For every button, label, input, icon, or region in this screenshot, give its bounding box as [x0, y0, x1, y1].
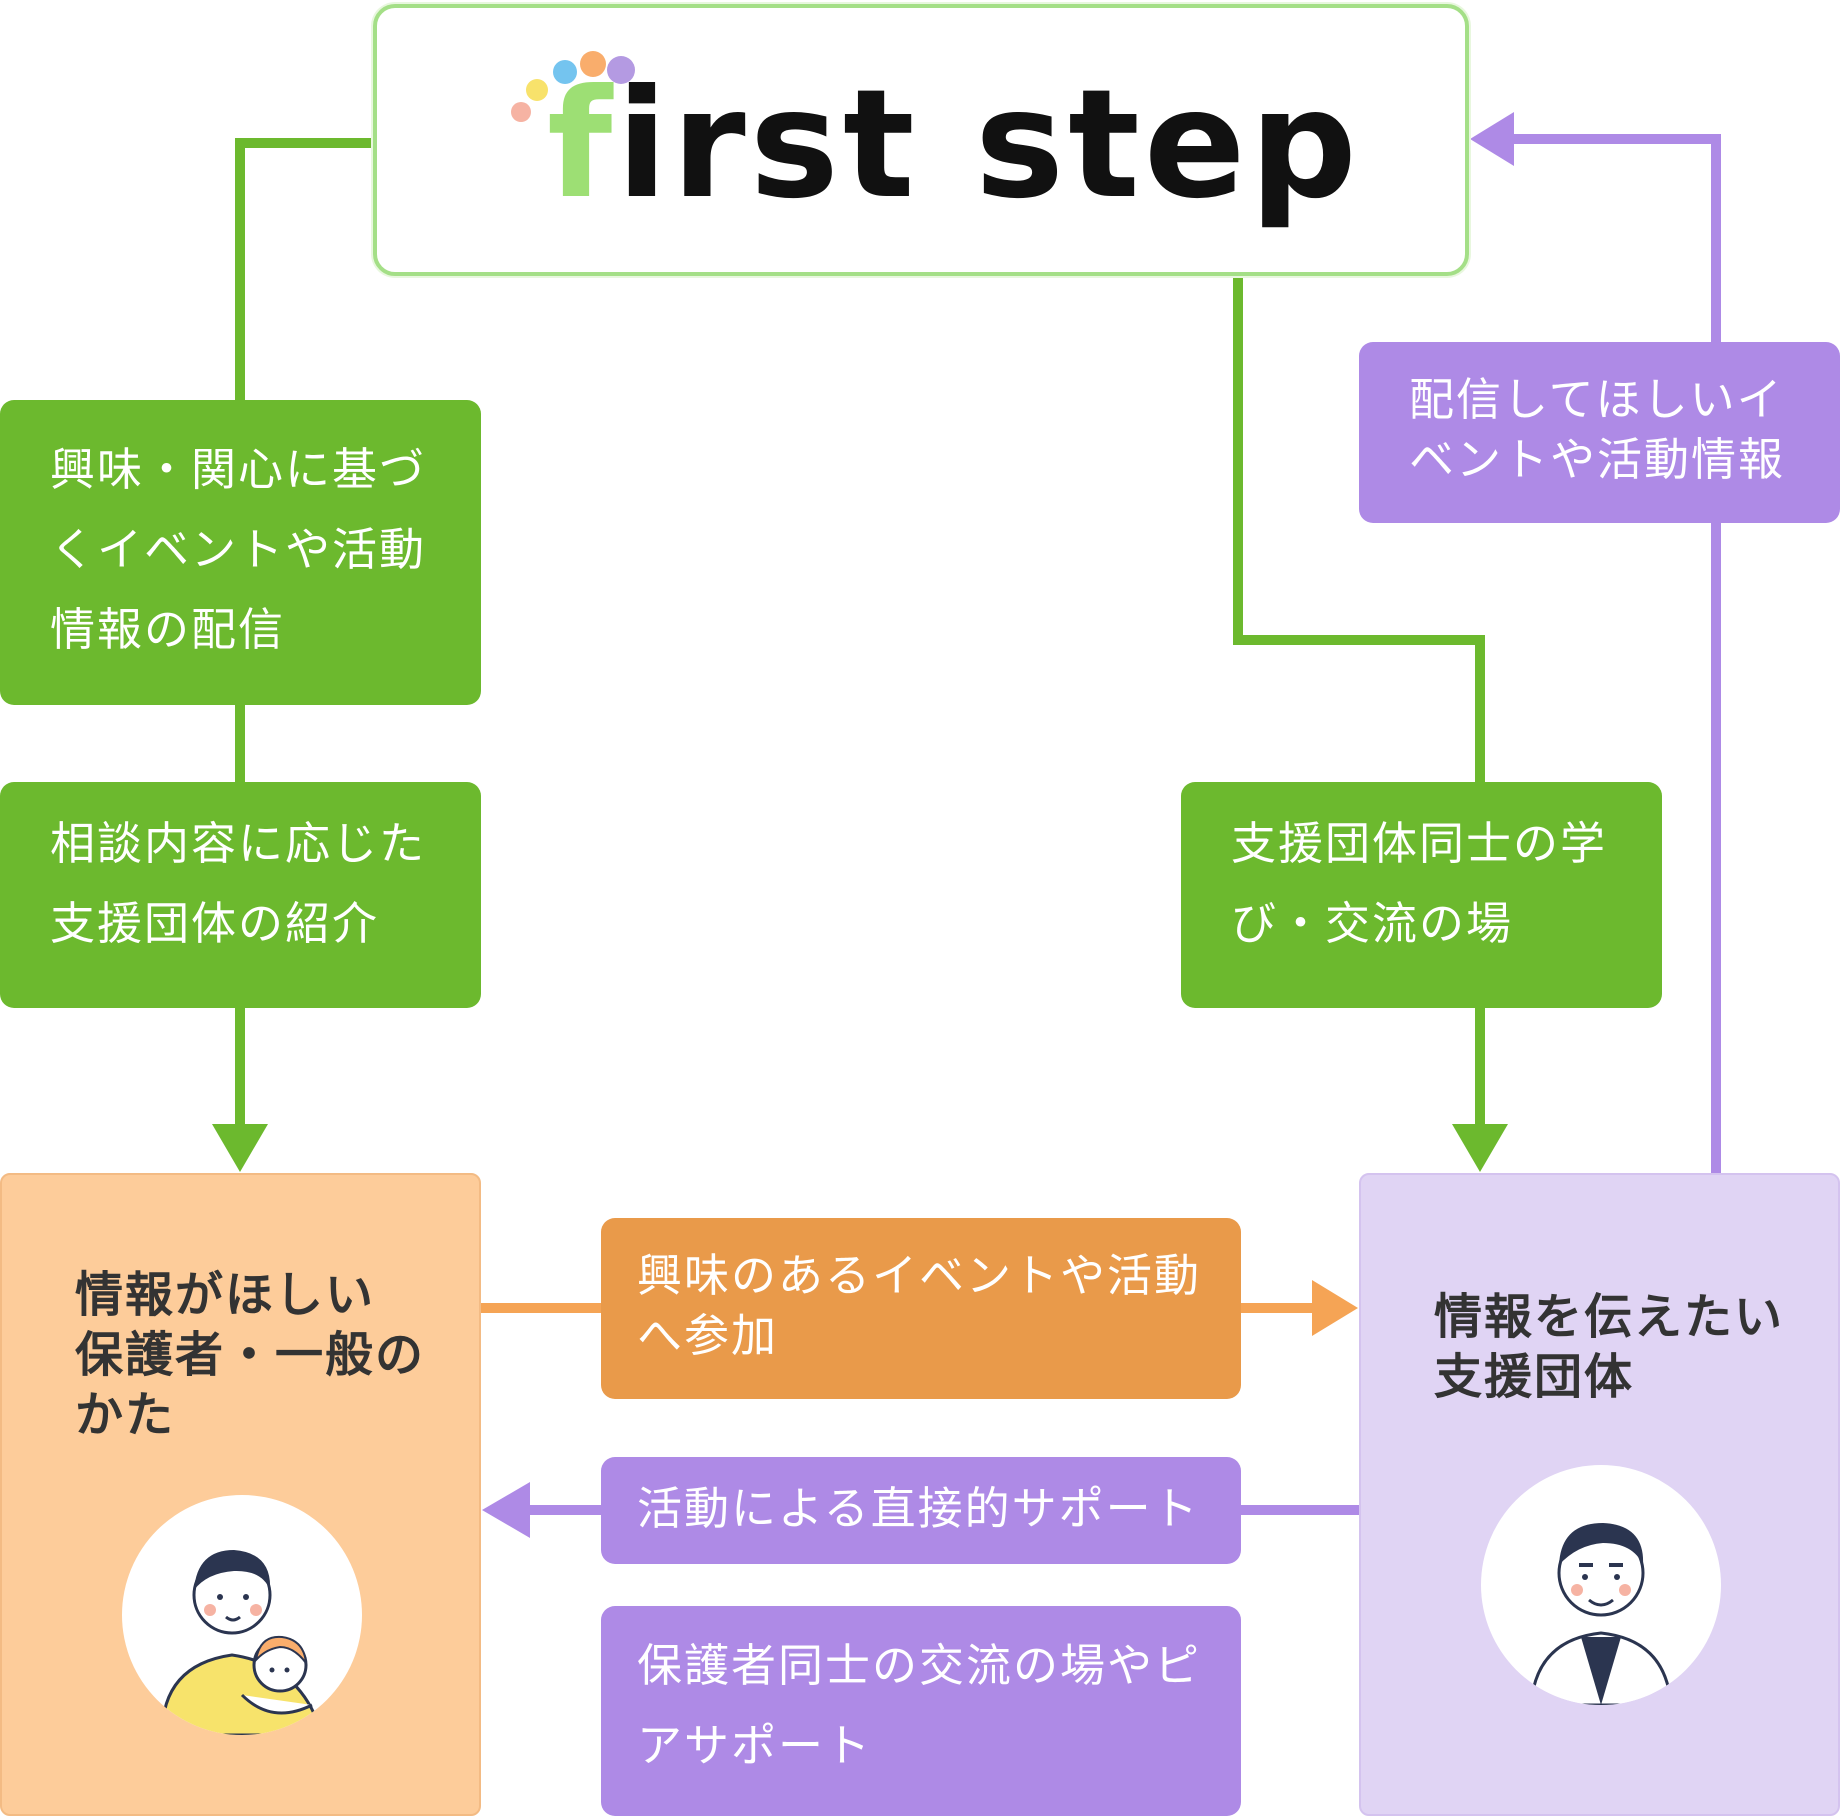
learn-line-1: 支援団体同士の学: [1231, 817, 1608, 870]
seekers-line-1: 情報がほしい: [75, 1267, 376, 1323]
consult-line-1: 相談内容に応じた: [50, 817, 427, 870]
interest-line-2: くイベントや活動: [50, 523, 427, 576]
arrowhead-logo: [1470, 112, 1514, 166]
connector-request-to-logo: [1510, 134, 1721, 342]
arrowhead-groups: [1452, 1124, 1508, 1172]
join-line-2: へ参加: [637, 1309, 779, 1362]
join-events-box: 興味のあるイベントや活動 へ参加: [601, 1218, 1241, 1399]
arrowhead-seekers: [212, 1124, 268, 1172]
learning-exchange-box: 支援団体同士の学 び・交流の場: [1181, 782, 1662, 1008]
groups-line-1: 情報を伝えたい: [1434, 1289, 1785, 1345]
interest-line-1: 興味・関心に基づ: [50, 443, 427, 496]
consult-line-2: 支援団体の紹介: [50, 897, 380, 950]
arrowhead-join: [1312, 1280, 1358, 1336]
seekers-line-3: かた: [75, 1387, 176, 1443]
logo-letters-rest: irst step: [616, 58, 1361, 232]
parent-with-baby-illustration: [160, 1550, 324, 1735]
request-info-box: 配信してほしいイ ベントや活動情報: [1359, 342, 1840, 523]
peer-line-2: アサポート: [637, 1719, 873, 1772]
seekers-line-2: 保護者・一般の: [75, 1327, 426, 1383]
footprint-dots-icon: [511, 51, 635, 122]
interest-info-box: 興味・関心に基づ くイベントや活動 情報の配信: [0, 400, 481, 705]
logo-box: first step: [373, 4, 1469, 276]
support-label: 活動による直接的サポート: [637, 1482, 1200, 1535]
learn-line-2: び・交流の場: [1231, 897, 1514, 950]
peer-line-1: 保護者同士の交流の場やピ: [637, 1639, 1202, 1692]
interest-line-3: 情報の配信: [50, 603, 286, 656]
request-line-1: 配信してほしいイ: [1409, 373, 1784, 426]
staff-illustration: [1529, 1523, 1673, 1705]
logo-letter-f: f: [547, 58, 617, 232]
parent-with-baby-avatar: [122, 1495, 362, 1735]
seekers-label: 情報がほしい 保護者・一般の かた: [75, 1265, 425, 1445]
consult-referral-box: 相談内容に応じた 支援団体の紹介: [0, 782, 481, 1008]
arrowhead-support: [482, 1482, 530, 1538]
support-groups-box: 情報を伝えたい 支援団体: [1359, 1173, 1840, 1816]
direct-support-box: 活動による直接的サポート: [601, 1457, 1241, 1564]
groups-line-2: 支援団体: [1434, 1349, 1635, 1405]
request-line-2: ベントや活動情報: [1409, 433, 1786, 486]
connector-logo-to-learn: [1233, 276, 1485, 782]
logo-text: first step: [547, 70, 1361, 220]
connector-logo-to-interest: [235, 138, 373, 400]
groups-label: 情報を伝えたい 支援団体: [1434, 1287, 1784, 1407]
info-seekers-box: 情報がほしい 保護者・一般の かた: [0, 1173, 481, 1816]
join-line-1: 興味のあるイベントや活動: [637, 1249, 1202, 1302]
staff-avatar: [1481, 1465, 1721, 1705]
peer-support-box: 保護者同士の交流の場やピ アサポート: [601, 1606, 1241, 1816]
